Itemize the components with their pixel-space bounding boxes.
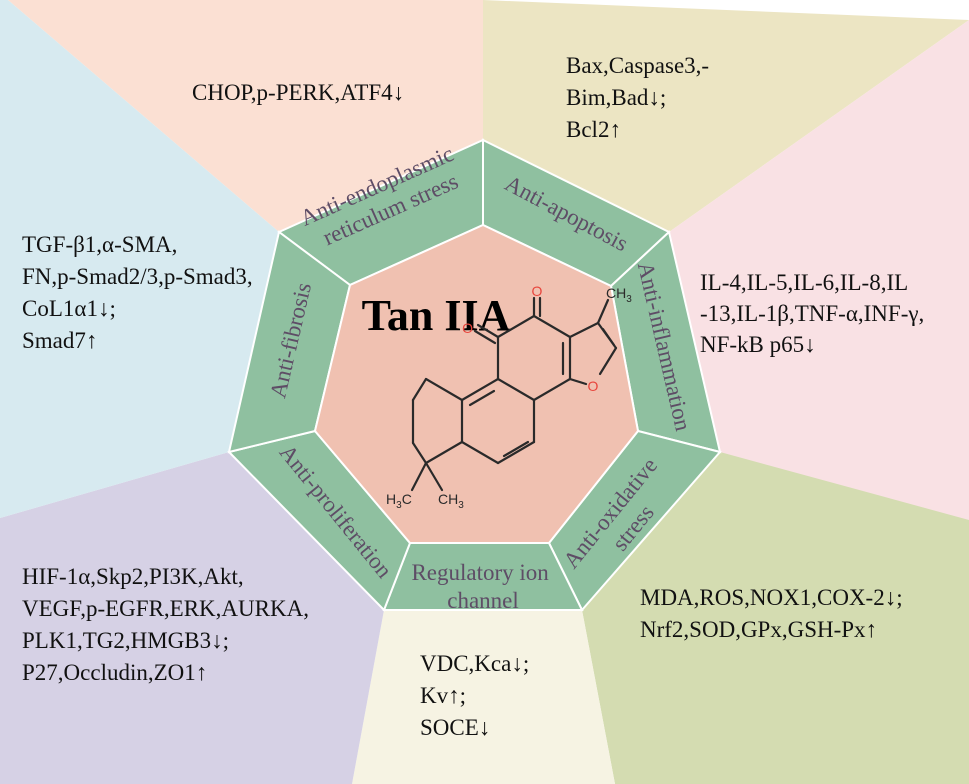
markers-fibrosis-line1: TGF-β1,α-SMA, [22,232,177,257]
markers-fibrosis-line4: Smad7↑ [22,328,97,353]
molecule-structure [410,296,618,492]
markers-er-stress: CHOP,p-PERK,ATF4↓ [192,80,404,105]
markers-proliferation-line2: VEGF,p-EGFR,ERK,AURKA, [22,596,309,621]
markers-fibrosis-line2: FN,p-Smad2/3,p-Smad3, [22,264,253,289]
markers-ion-channel-line2: Kv↑; [420,683,466,708]
center-heptagon [313,223,640,544]
marker-texts: CHOP,p-PERK,ATF4↓ Bax,Caspase3,- Bim,Bad… [22,53,930,740]
molecule-atoms: O O O CH3 H3C CH3 [386,283,632,511]
markers-inflammation-line1: IL-4,IL-5,IL-6,IL-8,IL [700,270,907,295]
atom-methyl-right-sub: 3 [458,500,464,511]
markers-fibrosis: TGF-β1,α-SMA, FN,p-Smad2/3,p-Smad3, CoL1… [22,232,258,353]
sector-apoptosis [483,0,969,232]
atom-methyl-top: CH3 [606,285,632,305]
markers-proliferation: HIF-1α,Skp2,PI3K,Akt, VEGF,p-EGFR,ERK,AU… [22,564,315,685]
markers-apoptosis: Bax,Caspase3,- Bim,Bad↓; Bcl2↑ [566,53,715,142]
atom-methyl-top-ch: CH [606,285,626,301]
atom-methyl-left-sub: 3 [396,500,402,511]
atom-methyl-left-c: C [402,491,412,507]
sector-fibrosis [0,0,279,518]
sector-proliferation [0,452,384,784]
markers-ion-channel: VDC,Kca↓; Kv↑; SOCE↓ [420,651,535,740]
markers-er-stress-line1: CHOP,p-PERK,ATF4↓ [192,80,404,105]
atom-methyl-left-h: H [386,491,396,507]
markers-apoptosis-line1: Bax,Caspase3,- [566,53,709,78]
atom-oxygen-furan: O [588,378,599,394]
atom-oxygen-2: O [532,283,543,299]
sector-oxidative [582,452,969,784]
markers-oxidative-line1: MDA,ROS,NOX1,COX-2↓; [640,585,903,610]
markers-oxidative-line2: Nrf2,SOD,GPx,GSH-Px↑ [640,617,877,642]
label-ion-channel: Regulatory ion channel [411,560,554,613]
markers-inflammation-line2: -13,IL-1β,TNF-α,INF-γ, [700,301,924,326]
markers-ion-channel-line1: VDC,Kca↓; [420,651,529,676]
markers-oxidative: MDA,ROS,NOX1,COX-2↓; Nrf2,SOD,GPx,GSH-Px… [640,585,908,642]
markers-ion-channel-line3: SOCE↓ [420,715,490,740]
markers-apoptosis-line2: Bim,Bad↓; [566,85,666,110]
atom-oxygen-1: O [462,320,473,336]
sector-er-stress [8,0,483,232]
markers-proliferation-line3: PLK1,TG2,HMGB3↓; [22,628,229,653]
markers-proliferation-line4: P27,Occludin,ZO1↑ [22,660,207,685]
atom-methyl-right-ch: CH [438,491,458,507]
atom-methyl-left: H3C [386,491,412,511]
atom-methyl-top-sub: 3 [626,294,632,305]
label-ion-channel-line1: Regulatory ion [411,560,549,585]
markers-inflammation-line3: NF-kB p65↓ [700,332,816,357]
center-title: Tan IIA [362,291,511,340]
label-ion-channel-line2: channel [447,588,519,613]
markers-fibrosis-line3: CoL1α1↓; [22,296,116,321]
markers-inflammation: IL-4,IL-5,IL-6,IL-8,IL -13,IL-1β,TNF-α,I… [700,270,930,357]
markers-proliferation-line1: HIF-1α,Skp2,PI3K,Akt, [22,564,244,589]
markers-apoptosis-line3: Bcl2↑ [566,117,621,142]
sector-ion-channel [352,610,615,784]
atom-methyl-right: CH3 [438,491,464,511]
